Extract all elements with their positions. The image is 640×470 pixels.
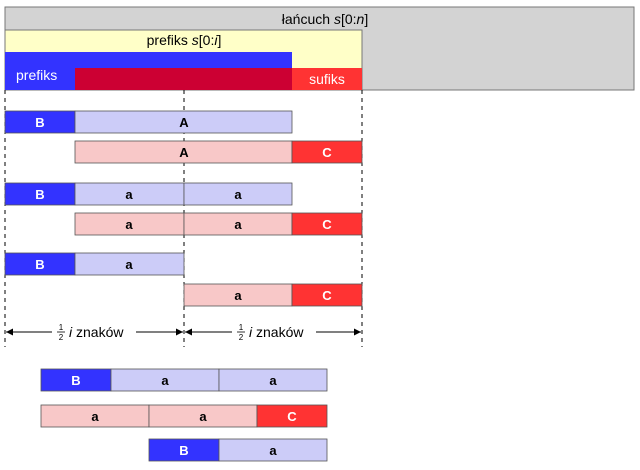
sufiks-block <box>292 68 362 90</box>
row5-a-block <box>74 252 185 276</box>
row2-c-block <box>291 140 363 164</box>
row4-a1-label: a <box>125 217 133 232</box>
row1-a-label: A <box>179 115 189 130</box>
row3-a2-label: a <box>234 187 242 202</box>
row9-a-block <box>218 438 328 462</box>
row3-a1-label: a <box>125 187 133 202</box>
row6-c-block <box>291 283 363 307</box>
measure-right-frac-num: 1 <box>239 323 244 332</box>
row7-a1-label: a <box>161 373 169 388</box>
prefix-region-label: prefiks s[0:i] <box>147 32 222 48</box>
row8-a1-label: a <box>91 409 99 424</box>
row3-b-label: B <box>35 187 44 202</box>
row7-b-label: B <box>71 373 80 388</box>
row7-a2-block <box>218 368 328 392</box>
row1-b-label: B <box>35 115 44 130</box>
row8-c-label: C <box>287 409 297 424</box>
measure-left-label: i znaków <box>69 324 124 340</box>
row6-c-label: C <box>322 288 332 303</box>
row4-c-label: C <box>322 217 332 232</box>
row5-a-label: a <box>125 257 133 272</box>
string-label: łańcuch s[0:n] <box>282 11 368 27</box>
measure-left: 1 2 i znaków <box>6 323 183 342</box>
sufiks-label: sufiks <box>309 71 345 87</box>
measure-right-frac-den: 2 <box>239 333 244 342</box>
row2-a-label: A <box>179 145 189 160</box>
measure-right: 1 2 i znaków <box>185 323 361 342</box>
row4-a2-label: a <box>234 217 242 232</box>
row4-c-block <box>291 212 363 236</box>
row7-a2-label: a <box>269 373 277 388</box>
row3-a2-block <box>183 182 293 206</box>
overlap-block <box>75 68 292 90</box>
measure-right-label: i znaków <box>249 324 304 340</box>
measure-left-frac-num: 1 <box>59 323 64 332</box>
row9-b-label: B <box>179 443 188 458</box>
row1-a-block <box>74 110 293 134</box>
row8-a2-label: a <box>199 409 207 424</box>
row5-b-label: B <box>35 257 44 272</box>
row8-c-block <box>256 404 328 428</box>
row2-c-label: C <box>322 145 332 160</box>
row9-a-label: a <box>269 443 277 458</box>
row6-a-label: a <box>234 288 242 303</box>
prefiks-label: prefiks <box>16 67 57 83</box>
measure-left-frac-den: 2 <box>59 333 64 342</box>
